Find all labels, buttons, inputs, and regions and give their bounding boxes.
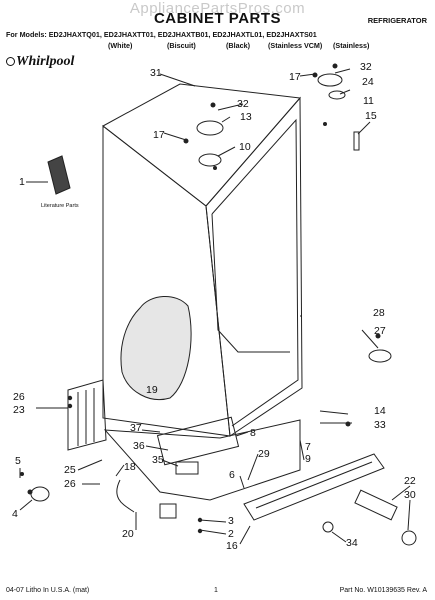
callout-22: 22 bbox=[404, 475, 416, 487]
cutaway-view bbox=[120, 296, 192, 400]
callout-32b: 32 bbox=[237, 98, 249, 110]
callout-4: 4 bbox=[12, 508, 18, 520]
callout-3: 3 bbox=[228, 515, 234, 527]
color-stainless: (Stainless) bbox=[333, 41, 370, 50]
callout-24: 24 bbox=[362, 76, 374, 88]
callout-17: 17 bbox=[289, 71, 301, 83]
top-hinge-13 bbox=[196, 120, 224, 136]
callout-8: 8 bbox=[250, 427, 256, 439]
callout-15: 15 bbox=[365, 110, 377, 122]
callout-20: 20 bbox=[122, 528, 134, 540]
roller-30 bbox=[401, 530, 417, 546]
color-biscuit: (Biscuit) bbox=[167, 41, 196, 50]
callout-33: 33 bbox=[374, 419, 386, 431]
callout-25: 25 bbox=[64, 464, 76, 476]
water-tube bbox=[116, 479, 135, 513]
hinge-10 bbox=[198, 153, 222, 167]
callout-13: 13 bbox=[240, 111, 252, 123]
callout-31: 31 bbox=[150, 67, 162, 79]
cabinet-right-side bbox=[205, 96, 303, 437]
color-black: (Black) bbox=[226, 41, 250, 50]
top-hinge-24 bbox=[317, 73, 343, 87]
part-35 bbox=[175, 461, 199, 475]
hinge-assembly bbox=[156, 416, 240, 466]
part-15 bbox=[353, 131, 360, 151]
toe-grille bbox=[243, 453, 385, 521]
liner-edge bbox=[211, 118, 299, 427]
callout-35: 35 bbox=[152, 454, 164, 466]
whirlpool-logo: Whirlpool bbox=[6, 54, 74, 70]
models-line: For Models: ED2JHAXTQ01, ED2JHAXTT01, ED… bbox=[6, 30, 317, 39]
callout-36: 36 bbox=[133, 440, 145, 452]
callout-27: 27 bbox=[374, 325, 386, 337]
part-2 bbox=[159, 503, 177, 519]
logo-ring-icon bbox=[6, 57, 15, 67]
category-label: REFRIGERATOR bbox=[367, 16, 427, 25]
part-34 bbox=[322, 521, 334, 533]
watermark: AppliancePartsPros.com bbox=[129, 0, 306, 17]
callout-30: 30 bbox=[404, 489, 416, 501]
literature-box bbox=[47, 155, 71, 195]
callout-2: 2 bbox=[228, 528, 234, 540]
callout-10: 10 bbox=[239, 141, 251, 153]
hinge-11 bbox=[328, 90, 346, 100]
leveling-foot bbox=[368, 349, 392, 363]
callout-9: 9 bbox=[305, 453, 311, 465]
callout-17b: 17 bbox=[153, 129, 165, 141]
callout-6: 6 bbox=[229, 469, 235, 481]
literature-label: Literature Parts bbox=[41, 203, 79, 209]
color-white: (White) bbox=[108, 41, 133, 50]
callout-28: 28 bbox=[373, 307, 385, 319]
callout-7: 7 bbox=[305, 441, 311, 453]
logo-text: Whirlpool bbox=[16, 54, 75, 69]
callout-16: 16 bbox=[226, 540, 238, 552]
rear-grille bbox=[67, 379, 107, 451]
callout-23: 23 bbox=[13, 404, 25, 416]
callout-11: 11 bbox=[363, 95, 374, 107]
callout-34: 34 bbox=[346, 537, 358, 549]
footer-litho: 04-07 Litho In U.S.A. (mat) bbox=[6, 587, 90, 594]
cabinet-top bbox=[102, 83, 301, 207]
callout-18: 18 bbox=[124, 461, 136, 473]
callout-14: 14 bbox=[374, 405, 386, 417]
footer-part-number: Part No. W10139635 Rev. A bbox=[339, 587, 427, 594]
part-4 bbox=[30, 486, 50, 502]
callout-1: 1 bbox=[19, 176, 25, 188]
callout-19: 19 bbox=[146, 384, 158, 396]
callout-37: 37 bbox=[130, 422, 142, 434]
callout-26: 26 bbox=[13, 391, 25, 403]
callout-32: 32 bbox=[360, 61, 372, 73]
footer-page-number: 1 bbox=[214, 587, 218, 594]
roller-22 bbox=[354, 489, 398, 521]
color-stainless-vcm: (Stainless VCM) bbox=[268, 41, 323, 50]
page-title: CABINET PARTS bbox=[153, 10, 282, 27]
callout-26b: 26 bbox=[64, 478, 76, 490]
cabinet-base bbox=[103, 419, 301, 501]
callout-29: 29 bbox=[258, 448, 270, 460]
callout-5: 5 bbox=[15, 455, 21, 467]
